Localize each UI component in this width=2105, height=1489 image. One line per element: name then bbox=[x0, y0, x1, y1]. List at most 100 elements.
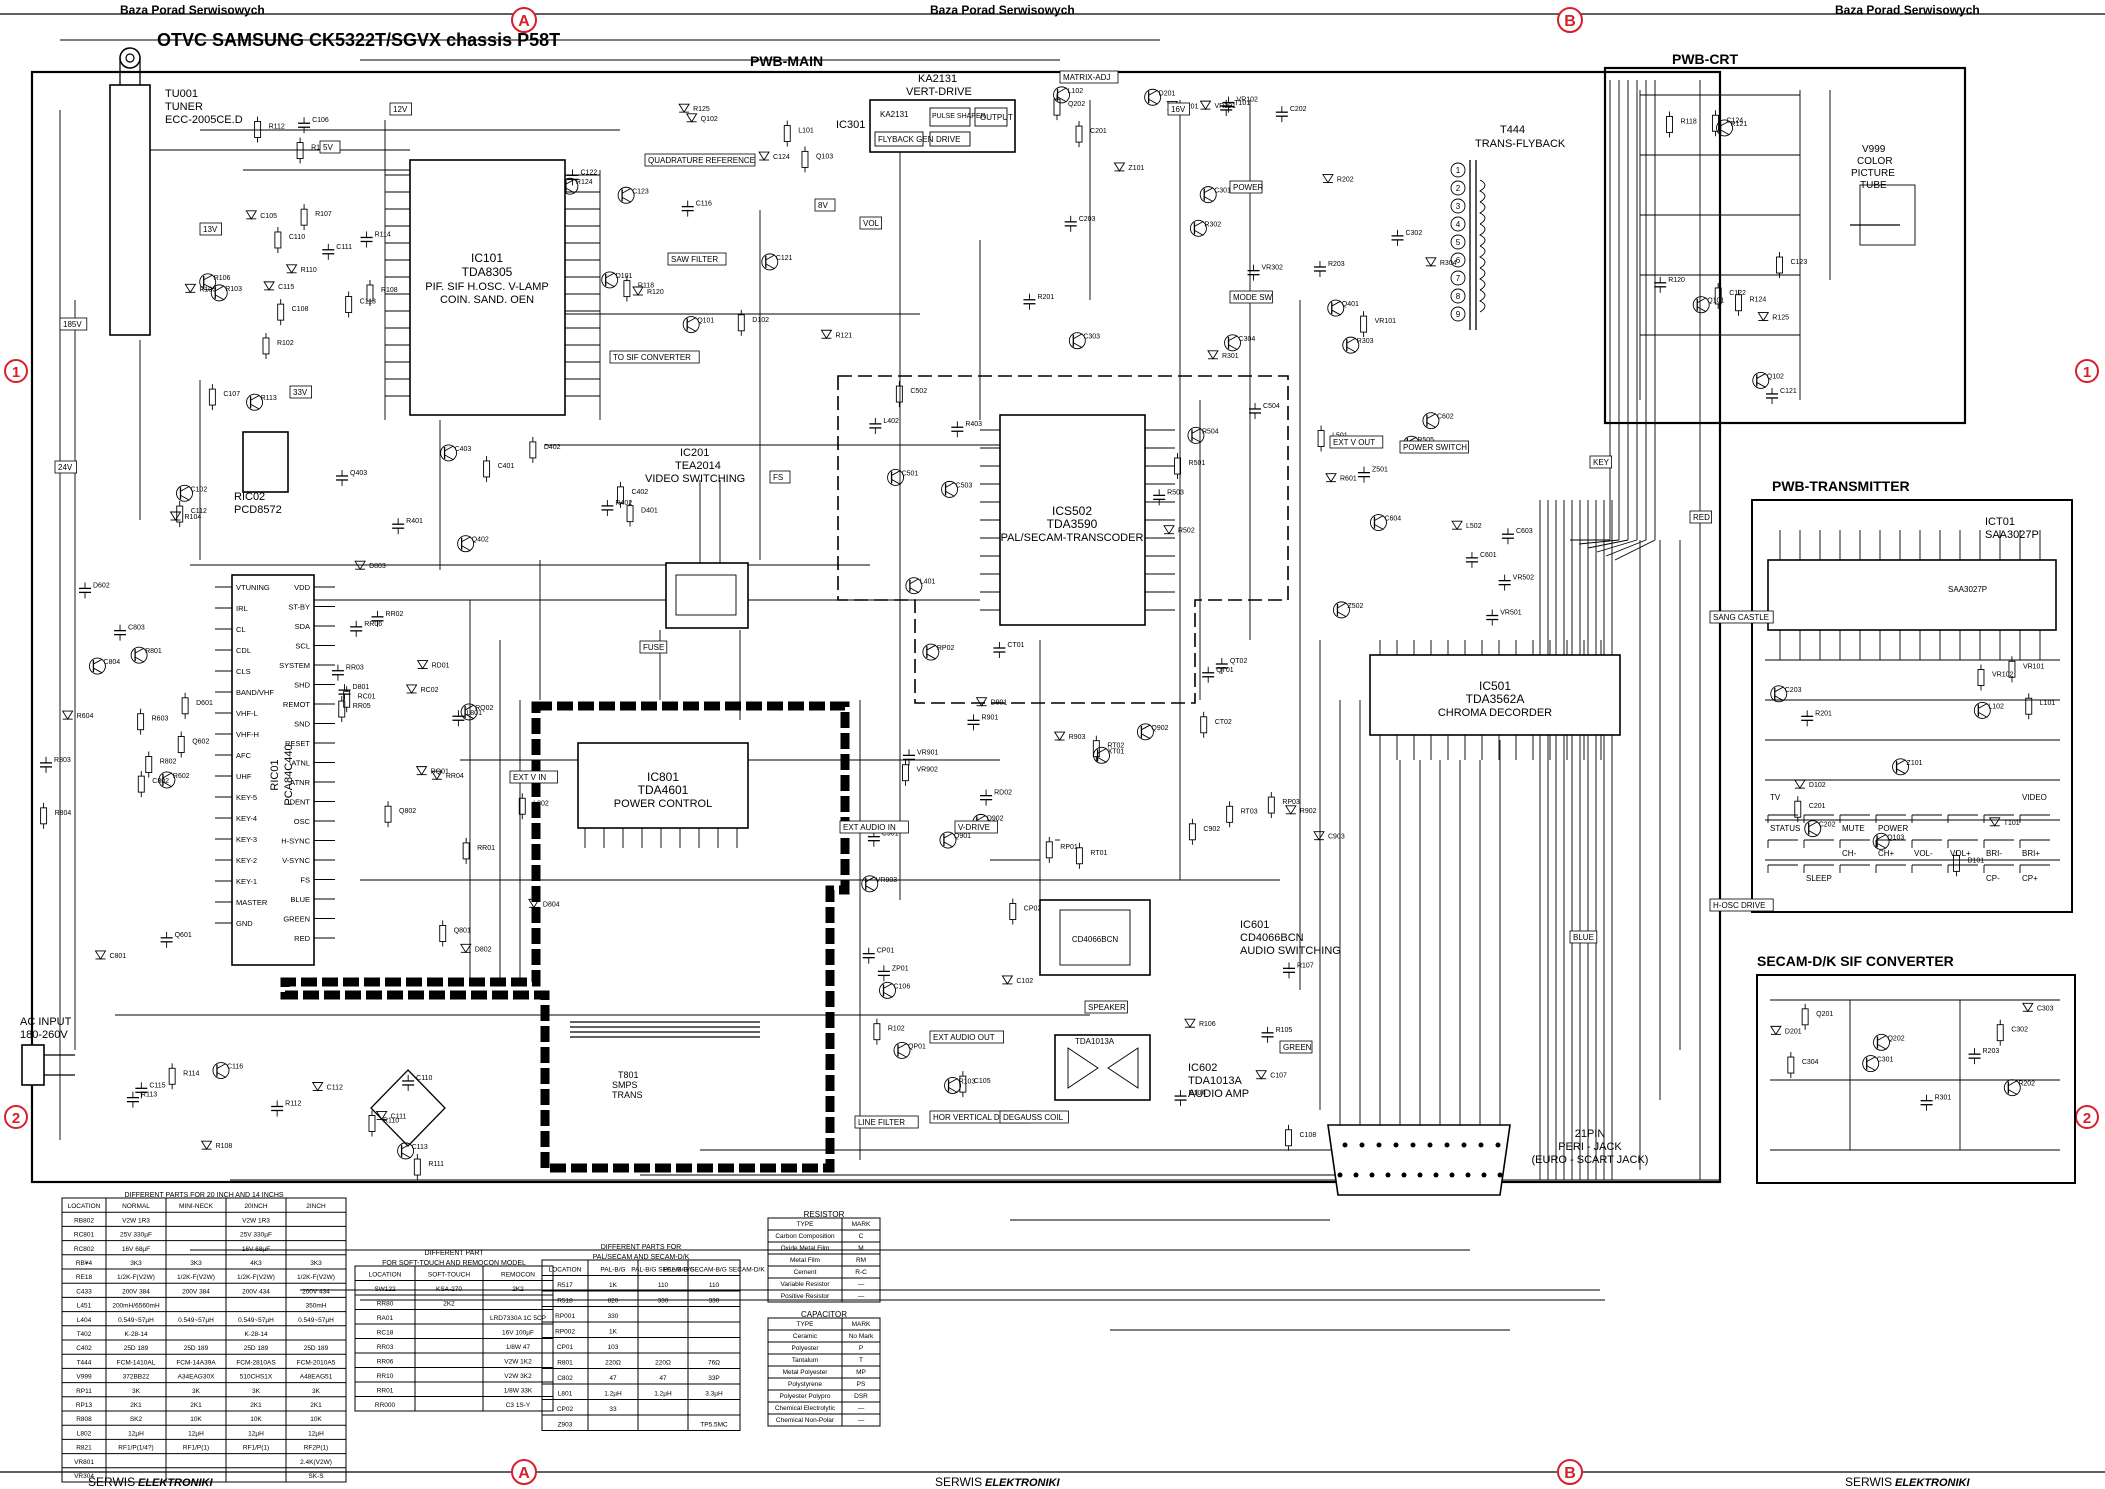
svg-text:PERI - JACK: PERI - JACK bbox=[1558, 1141, 1622, 1153]
component-res: C108 bbox=[1285, 1124, 1317, 1151]
net-label-box bbox=[667, 252, 727, 266]
component-ref: C802 bbox=[152, 778, 169, 785]
component-ref: R114 bbox=[183, 1070, 199, 1077]
component-res: R118 bbox=[623, 275, 654, 302]
component-ref: D602 bbox=[93, 582, 110, 589]
ric01-pin-left: CLS bbox=[236, 667, 251, 676]
component-cap: C116 bbox=[681, 200, 712, 217]
table-cell: 2K1 bbox=[190, 1402, 202, 1409]
table-cell: 47 bbox=[609, 1375, 617, 1382]
component-ref: C108 bbox=[1300, 1132, 1317, 1139]
keypad-key-label: CH- bbox=[1842, 849, 1857, 858]
table-header: SOFT-TOUCH bbox=[428, 1272, 470, 1279]
component-tr: C203 bbox=[1770, 685, 1802, 703]
component-ref: C303 bbox=[1083, 334, 1100, 341]
component-diode: RQ01 bbox=[415, 766, 449, 776]
svg-text:IC602: IC602 bbox=[1188, 1062, 1217, 1074]
table-header: LOCATION bbox=[369, 1272, 402, 1279]
table-cell: RC801 bbox=[74, 1232, 95, 1239]
table-cell: RF1/P(1/4?) bbox=[118, 1445, 153, 1452]
component-diode: VR301 bbox=[1199, 100, 1236, 110]
table-cell: CP02 bbox=[557, 1406, 574, 1413]
component-ref: D402 bbox=[544, 444, 561, 451]
component-ref: C202 bbox=[1819, 822, 1836, 829]
component-ref: C603 bbox=[1516, 528, 1533, 535]
table-cell: 47 bbox=[659, 1375, 667, 1382]
table-cell: 200V 384 bbox=[122, 1288, 150, 1295]
table-header: 20INCH bbox=[244, 1203, 267, 1210]
component-res: VR101 bbox=[2008, 656, 2044, 683]
table-cell: 2K1 bbox=[250, 1402, 262, 1409]
net-label-box bbox=[54, 460, 78, 474]
component-cap: C803 bbox=[114, 624, 145, 641]
table-cell: 3K bbox=[252, 1388, 261, 1395]
table-header: PAL-B/G SECAM-B/G SECAM-D/K bbox=[663, 1267, 765, 1274]
component-tr: C503 bbox=[941, 480, 972, 498]
table-cell: Chemical Electrolytic bbox=[775, 1405, 836, 1412]
net-label-box bbox=[1399, 440, 1469, 454]
ric01-pin-left: KEY-2 bbox=[236, 856, 257, 865]
footer-marker-a: A bbox=[511, 1459, 537, 1485]
table-cell: 2K1 bbox=[310, 1402, 322, 1409]
component-cap: D602 bbox=[78, 582, 110, 599]
component-tr: R602 bbox=[158, 771, 190, 789]
component-cap: C203 bbox=[1064, 215, 1096, 232]
footer-center-text: SERWIS bbox=[935, 1475, 982, 1489]
table-cell: 220Ω bbox=[655, 1360, 671, 1367]
component-tr: R124 bbox=[561, 177, 593, 195]
component-tr: R103 bbox=[944, 1077, 975, 1094]
component-ref: R304 bbox=[1440, 260, 1457, 267]
table-cell: 1.2µH bbox=[604, 1391, 622, 1398]
component-ref: R106 bbox=[214, 275, 231, 282]
table-cell: T402 bbox=[77, 1331, 92, 1338]
component-ref: Q201 bbox=[1816, 1011, 1833, 1018]
table-cell: K-28-14 bbox=[124, 1331, 148, 1338]
table-cell: Ceramic bbox=[793, 1333, 818, 1340]
keypad-key-label: POWER bbox=[1878, 824, 1908, 833]
component-diode: C102 bbox=[1001, 975, 1033, 985]
component-diode: R502 bbox=[1163, 525, 1195, 535]
component-diode: R108 bbox=[200, 1140, 232, 1150]
component-ref: R107 bbox=[315, 211, 332, 218]
component-cap: RR02 bbox=[371, 610, 404, 627]
component-tr: L102 bbox=[1053, 86, 1083, 104]
component-diode: L502 bbox=[1451, 520, 1482, 530]
ric01-pin-left: VTUNING bbox=[236, 583, 270, 592]
component-diode: C303 bbox=[2022, 1002, 2054, 1012]
component-diode: R604 bbox=[61, 710, 93, 720]
table-cell: A34EAG30X bbox=[178, 1374, 216, 1381]
table-cell: No Mark bbox=[849, 1333, 874, 1340]
net-label-text: MATRIX-ADJ bbox=[1063, 73, 1110, 82]
component-ref: T101 bbox=[2004, 820, 2020, 827]
component-cap: QT02 bbox=[1215, 658, 1247, 675]
component-res: C401 bbox=[483, 455, 514, 482]
keypad-key-label: MUTE bbox=[1842, 824, 1865, 833]
component-tr: Q401 bbox=[1327, 299, 1359, 317]
component-ref: RD01 bbox=[432, 663, 450, 670]
svg-text:DRIVE: DRIVE bbox=[936, 135, 960, 144]
keypad-key-label: STATUS bbox=[1770, 824, 1800, 833]
net-label-text: BLUE bbox=[1573, 933, 1594, 942]
component-res: C124 bbox=[1711, 110, 1743, 137]
component-ref: VR901 bbox=[917, 749, 939, 756]
component-ref: RR05 bbox=[353, 703, 371, 710]
svg-text:COLOR: COLOR bbox=[1857, 156, 1893, 167]
footer-right-text: SERWIS bbox=[1845, 1475, 1892, 1489]
flyback-pin: 5 bbox=[1456, 238, 1461, 247]
svg-text:ICT01: ICT01 bbox=[1985, 516, 2015, 528]
component-ref: RQ02 bbox=[475, 705, 493, 712]
table-cell: 1/2K-F(V2W) bbox=[237, 1274, 275, 1281]
component-ref: Q102 bbox=[1767, 373, 1784, 380]
component-diode: R125 bbox=[1757, 312, 1789, 322]
component-tr: C301 bbox=[1199, 186, 1231, 204]
component-cap: C122 bbox=[566, 169, 597, 186]
component-ref: C105 bbox=[974, 1078, 991, 1085]
component-tr: VR903 bbox=[861, 875, 897, 893]
component-ref: VR501 bbox=[1500, 610, 1522, 617]
component-res: Q801 bbox=[439, 920, 471, 947]
component-ref: R601 bbox=[1340, 476, 1357, 483]
table-cell: 330 bbox=[709, 1298, 720, 1305]
component-ref: Q101 bbox=[1707, 298, 1724, 305]
component-ref: R106 bbox=[1199, 1021, 1216, 1028]
component-cap: CT01 bbox=[993, 642, 1025, 659]
